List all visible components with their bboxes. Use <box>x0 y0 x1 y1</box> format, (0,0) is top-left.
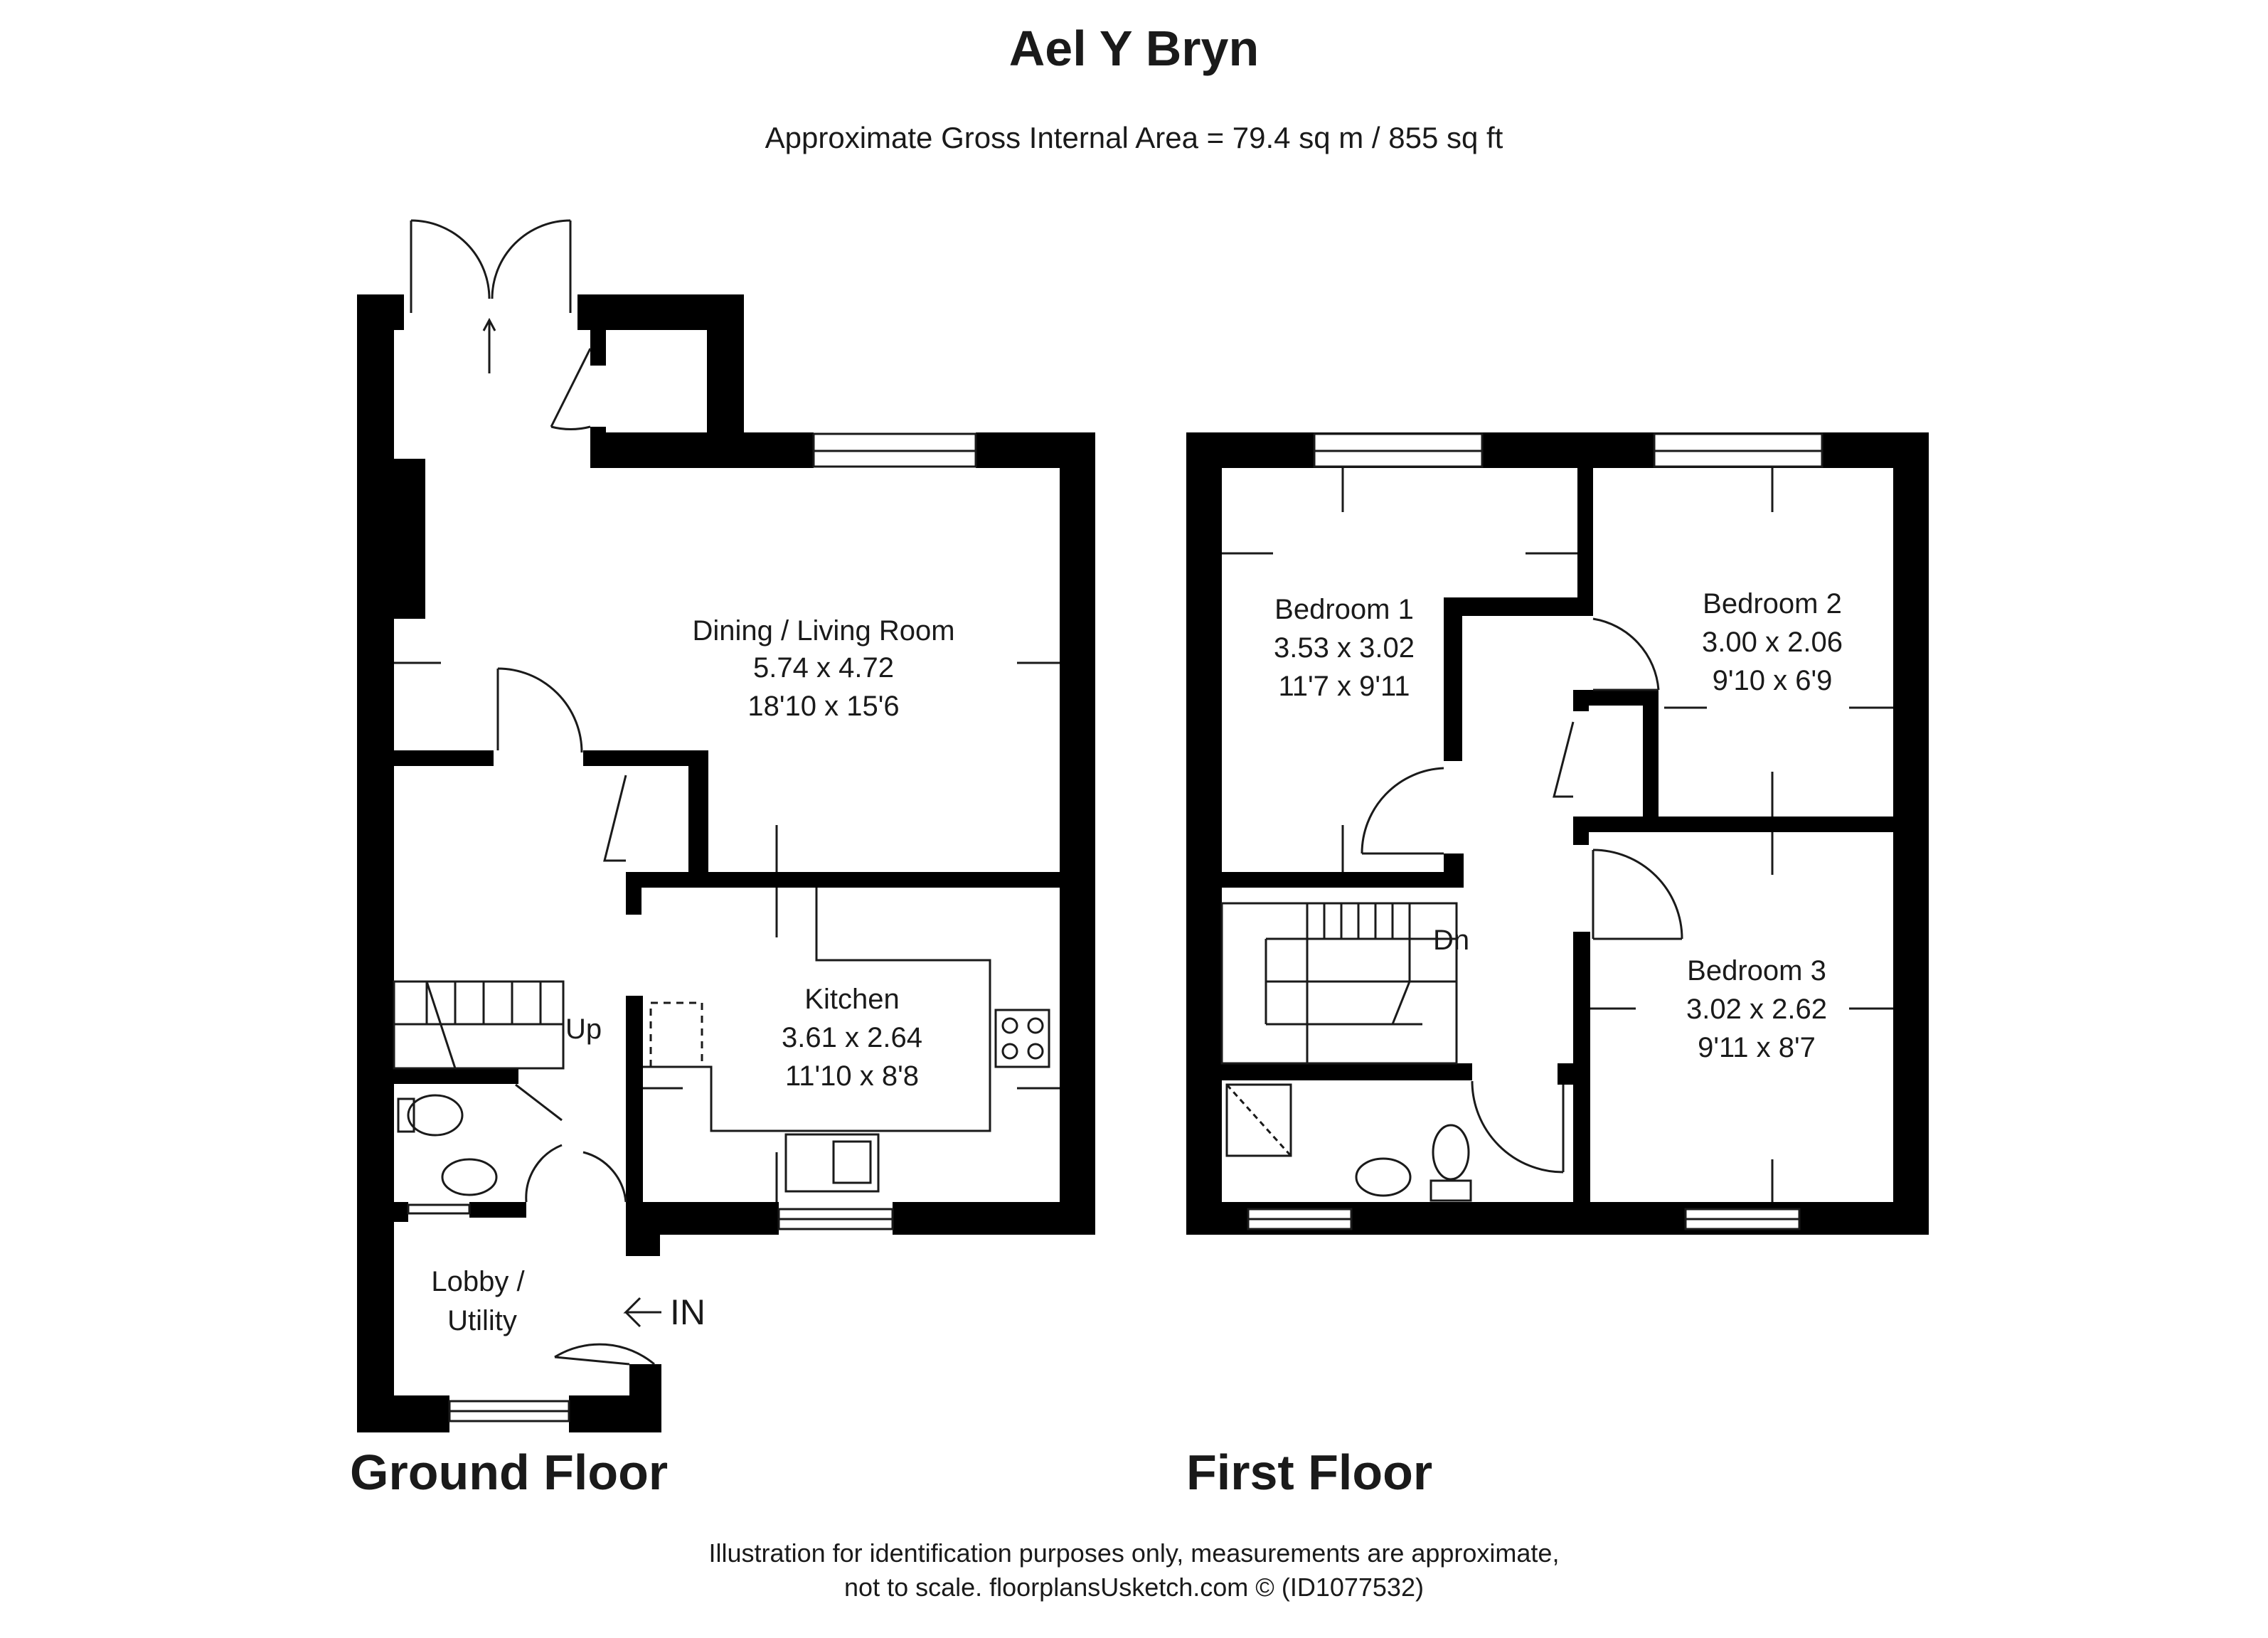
room-kitchen-metric: 3.61 x 2.64 <box>782 1022 922 1053</box>
room-bedroom-2: Bedroom 2 3.00 x 2.06 9'10 x 6'9 <box>1702 588 1843 696</box>
room-bed2-imperial: 9'10 x 6'9 <box>1713 665 1833 696</box>
plan-title: Ael Y Bryn <box>1008 21 1260 76</box>
ground-floor-windows <box>407 432 977 1422</box>
stairs-up-label: Up <box>565 1014 602 1045</box>
room-bed1-metric: 3.53 x 3.02 <box>1274 632 1415 664</box>
room-lobby: Lobby / Utility <box>431 1266 525 1336</box>
ground-floor-label: Ground Floor <box>350 1445 669 1500</box>
room-kitchen: Kitchen 3.61 x 2.64 11'10 x 8'8 <box>782 984 922 1092</box>
disclaimer-line-2: not to scale. floorplansUsketch.com © (I… <box>844 1573 1424 1602</box>
room-kitchen-imperial: 11'10 x 8'8 <box>785 1060 919 1092</box>
first-floor-label: First Floor <box>1186 1445 1433 1500</box>
room-dining-name: Dining / Living Room <box>692 615 954 647</box>
room-bedroom-1: Bedroom 1 3.53 x 3.02 11'7 x 9'11 <box>1274 594 1415 702</box>
room-bedroom-3: Bedroom 3 3.02 x 2.62 9'11 x 8'7 <box>1686 955 1827 1063</box>
room-bed3-imperial: 9'11 x 8'7 <box>1698 1032 1816 1063</box>
ground-floor-walls <box>357 294 1095 1432</box>
room-lobby-line1: Lobby / <box>431 1266 525 1297</box>
room-bed1-name: Bedroom 1 <box>1274 594 1414 625</box>
room-lobby-line2: Utility <box>447 1305 517 1336</box>
room-bed3-name: Bedroom 3 <box>1687 955 1826 986</box>
room-bed1-imperial: 11'7 x 9'11 <box>1278 671 1410 702</box>
room-bed2-name: Bedroom 2 <box>1703 588 1842 619</box>
room-dining-metric: 5.74 x 4.72 <box>753 652 894 684</box>
room-bed3-metric: 3.02 x 2.62 <box>1686 994 1827 1025</box>
ground-floor-details <box>393 219 1060 1366</box>
disclaimer-line-1: Illustration for identification purposes… <box>708 1538 1560 1568</box>
room-dining-imperial: 18'10 x 15'6 <box>747 691 899 722</box>
stairs-down-label: Dn <box>1433 925 1469 956</box>
entrance-label: IN <box>670 1292 706 1332</box>
room-kitchen-name: Kitchen <box>804 984 899 1015</box>
gross-area: Approximate Gross Internal Area = 79.4 s… <box>765 121 1503 154</box>
first-floor-windows <box>1247 432 1824 1230</box>
room-dining: Dining / Living Room 5.74 x 4.72 18'10 x… <box>692 615 954 722</box>
first-floor-details <box>1220 468 1893 1202</box>
room-bed2-metric: 3.00 x 2.06 <box>1702 627 1843 658</box>
disclaimer: Illustration for identification purposes… <box>0 1536 2268 1605</box>
